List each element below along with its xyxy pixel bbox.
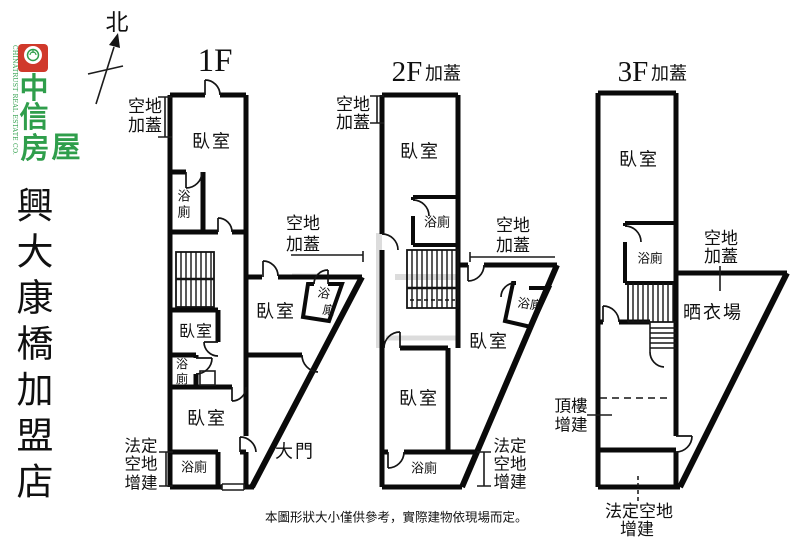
label-open-land-3f-1: 空地 [704,229,738,249]
stairs-3f [627,283,676,352]
labels-2f: 空地 加蓋 臥室 浴廁 空地 加蓋 浴廁 臥室 臥室 浴廁 法定 空地 增建 [336,95,543,492]
label-bedroom-1f-top: 臥室 [192,132,232,153]
north-arrow-line [95,46,115,105]
label-bath-top-2f: 浴廁 [424,215,450,231]
branch-char-4: 橋 [17,323,54,366]
label-open-land-tl-2f-1: 空地 [336,95,370,115]
walls-1f [167,92,365,490]
branch-char-6: 盟 [17,415,54,458]
label-main-gate-1f: 大門 [275,442,315,463]
compass: 北 [87,10,129,105]
disclaimer: 本圖形狀大小僅供參考，實際建物依現場而定。 [265,510,528,525]
branch-char-1: 興 [17,185,54,228]
label-bath2-1f-c2: 廁 [176,371,188,386]
label-legal-3f-1: 法定空地 [605,502,673,522]
label-legal-2f-2: 空地 [494,455,527,474]
walls-3f [595,90,790,490]
label-legal-1f-3: 增建 [125,474,158,493]
branch-char-2: 大 [17,231,54,274]
walls-2f [379,92,560,490]
title-3f: 3F [618,56,649,88]
floor-plan-3f: 3F 加蓋 [555,56,790,541]
label-roof-3f-2: 增建 [555,416,588,435]
doors-2f [381,199,516,469]
label-roof-3f-1: 頂樓 [555,397,588,416]
stairs-2f [406,249,459,309]
label-open-land-r-2f-1: 空地 [496,216,530,236]
branch-name: 興 大 康 橋 加 盟 店 [17,185,54,504]
label-bedroom-2f-low: 臥室 [399,389,439,410]
label-drying-3f: 晒衣場 [683,303,743,324]
title-2f-annex: 加蓋 [425,64,461,85]
north-arrow-head [109,33,120,48]
label-bath-tilt-2f: 浴廁 [517,295,544,313]
label-open-land-tl-1f-1: 空地 [128,97,162,117]
label-bath3-1f: 浴廁 [181,460,207,476]
label-legal-2f-1: 法定 [494,437,527,456]
label-bath-3f: 浴廁 [637,251,662,266]
brand-logo-emblem [26,48,40,62]
dimension-marks-3f [587,266,721,502]
label-open-land-r-1f-2: 加蓋 [286,235,320,255]
title-2f: 2F [392,56,423,88]
brand-english: CHINATRUST REAL ESTATE CO. [11,45,18,155]
label-bedroom-3f: 臥室 [619,150,659,171]
label-legal-3f-2: 增建 [620,520,654,540]
brand-char-2: 信 [19,100,48,134]
doors-1f [185,79,329,453]
label-open-land-3f-2: 加蓋 [704,247,738,267]
label-bedroom-2f-top: 臥室 [400,142,440,163]
title-3f-annex: 加蓋 [651,64,687,85]
label-bath1-1f-c1: 浴 [177,190,190,205]
label-open-land-r-1f-1: 空地 [286,214,320,234]
branch-char-5: 加 [17,369,54,412]
brand-logo-circle [24,46,42,64]
label-open-land-r-2f-2: 加蓋 [496,236,530,256]
dimension-marks-1f [158,96,364,487]
floor-plan-1f: 1F [125,43,365,493]
label-open-land-tl-2f-2: 加蓋 [336,113,370,133]
branch-char-7: 店 [17,461,54,504]
brand-logo-swirl [29,50,37,56]
dimension-marks-2f [370,95,555,487]
brand-chars: 中 信 房 屋 [19,71,80,165]
brand-char-3: 房 [20,131,49,165]
brand-block: CHINATRUST REAL ESTATE CO. 中 信 房 屋 興 大 康… [11,44,81,504]
north-label: 北 [106,10,129,36]
window-1f [221,483,245,491]
label-legal-1f-2: 空地 [125,455,158,474]
floor-plan-2f: 2F 加蓋 [336,56,560,492]
north-arrow-cross [87,65,124,75]
label-legal-2f-3: 增建 [494,473,527,492]
label-bath2-1f-c1: 浴 [176,357,188,371]
label-legal-1f-1: 法定 [125,437,158,456]
stairs-1f [175,251,215,308]
title-1f: 1F [198,43,233,79]
brand-char-4: 屋 [51,130,80,164]
labels-1f: 空地 加蓋 臥室 浴 廁 空地 加蓋 臥室 浴 廁 臥室 浴 廁 臥室 浴廁 大… [125,97,337,493]
label-bath-wing-1f-c1: 浴 [317,285,332,302]
label-bedroom-2f-wing: 臥室 [469,332,509,353]
brand-char-1: 中 [19,71,48,105]
label-bath-low-2f: 浴廁 [411,461,437,477]
label-open-land-tl-1f-2: 加蓋 [128,116,162,136]
label-bedroom-1f-low: 臥室 [187,409,227,430]
label-bedroom-1f-mid: 臥室 [179,322,213,341]
label-bath1-1f-c2: 廁 [177,205,190,221]
branch-char-3: 康 [17,277,54,320]
doors-3f [602,225,693,453]
label-bath-wing-1f-c2: 廁 [322,302,337,319]
label-bedroom-1f-wing: 臥室 [256,302,296,323]
labels-3f: 臥室 浴廁 空地 加蓋 晒衣場 頂樓 增建 法定空地 增建 [555,150,743,541]
